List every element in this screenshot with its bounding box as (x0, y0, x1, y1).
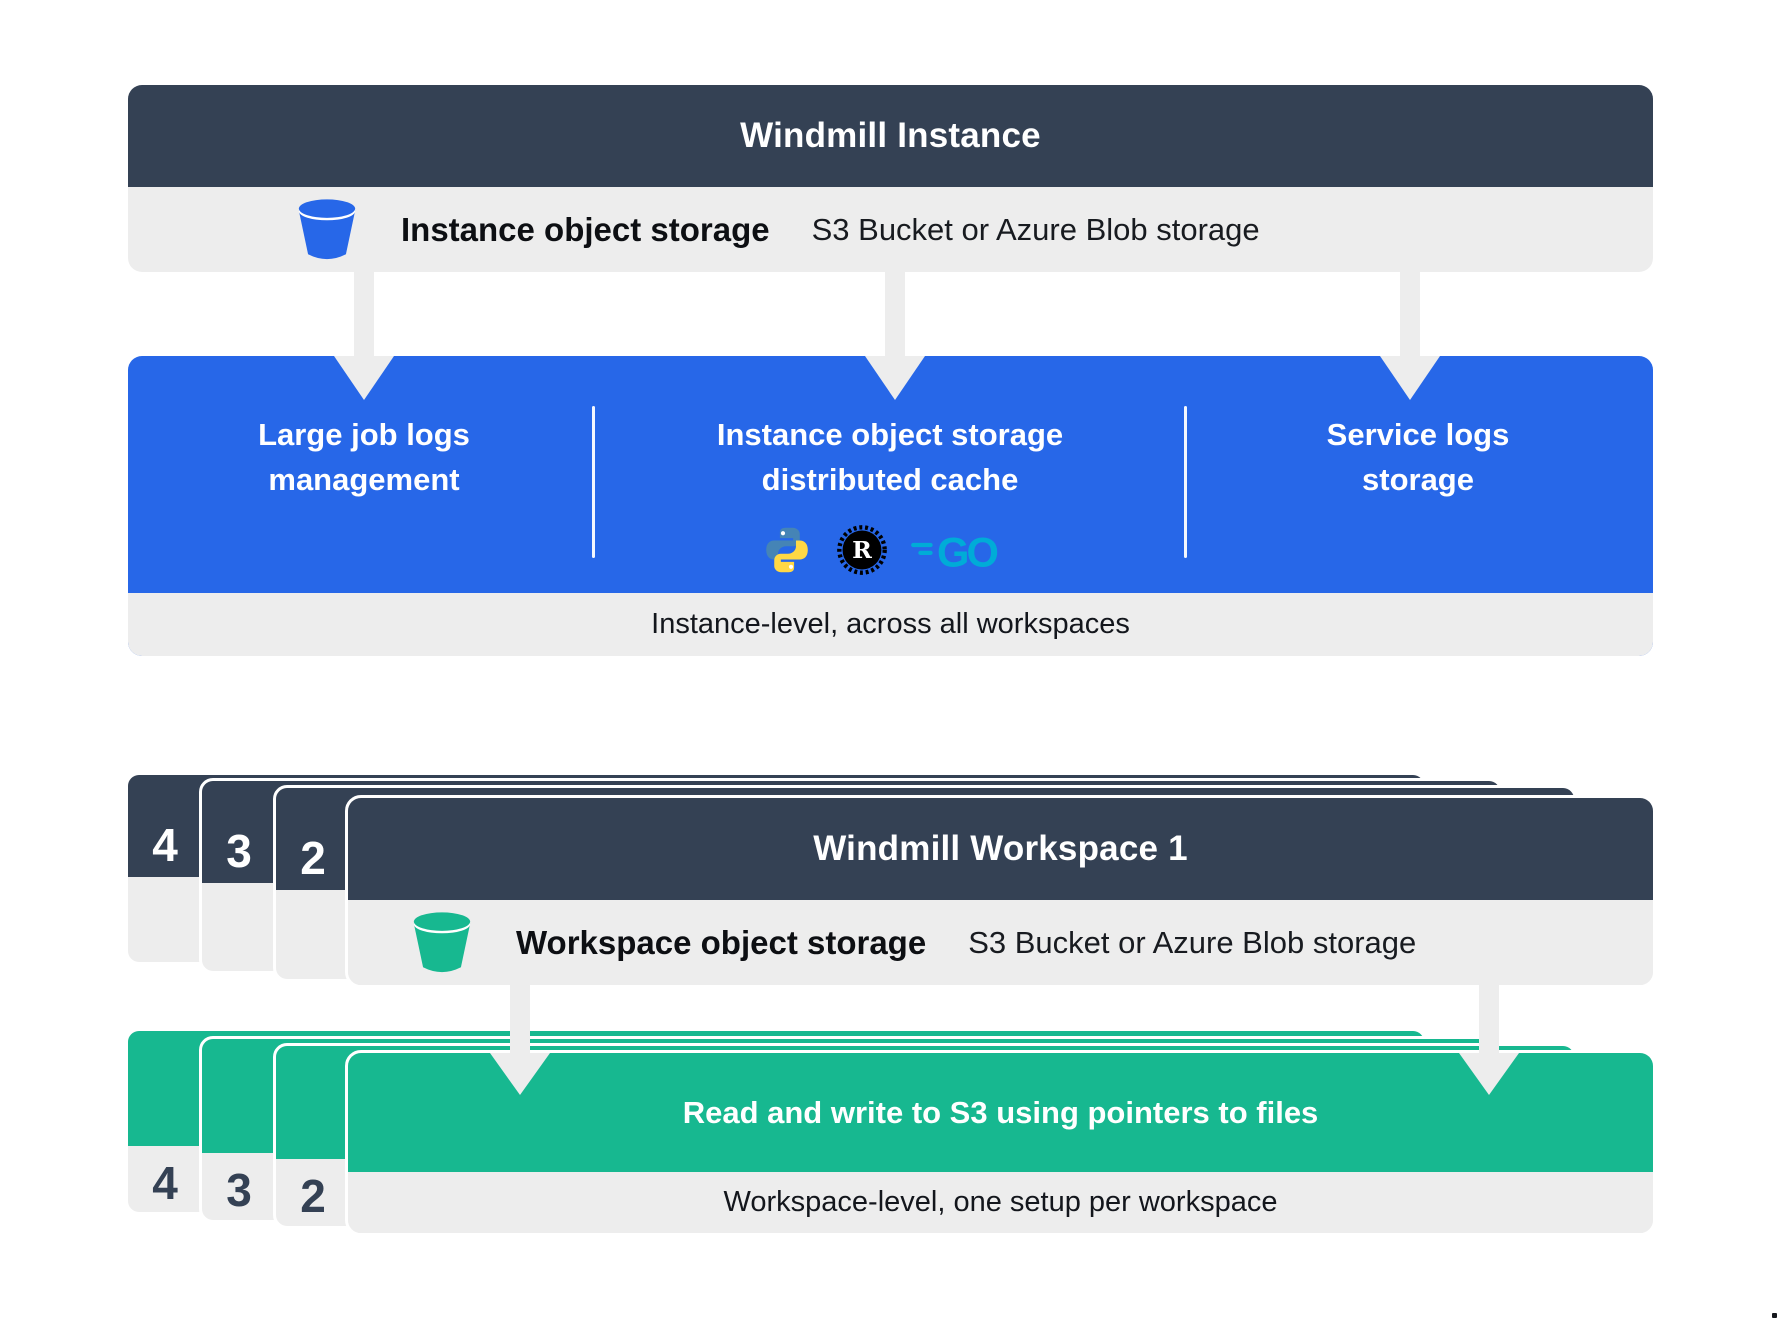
corner-dot (1772, 1313, 1777, 1318)
arrow-down-head (1459, 1053, 1519, 1095)
stack-number: 3 (226, 1164, 252, 1216)
bucket-icon (295, 197, 359, 263)
workspace-storage-label: Workspace object storage (516, 923, 927, 961)
instance-caption-bar: Instance-level, across all workspaces (128, 593, 1653, 656)
workspace-storage-sublabel: S3 Bucket or Azure Blob storage (968, 924, 1417, 960)
rust-icon: R (835, 523, 889, 577)
workspace-title: Windmill Workspace 1 (813, 829, 1188, 868)
arrow-down-head (1380, 356, 1440, 400)
instance-storage-label: Instance object storage (401, 210, 770, 248)
arrow-down-head (334, 356, 394, 400)
feature-distributed-cache: Instance object storage distributed cach… (716, 417, 1064, 497)
arrow-down-stem (885, 272, 905, 360)
arrow-down-head (865, 356, 925, 400)
instance-title: Windmill Instance (740, 116, 1041, 155)
workspace-card-1: Windmill Workspace 1 Workspace object st… (345, 795, 1656, 988)
feature-large-job-logs: Large job logs management (258, 417, 470, 497)
column-divider (592, 406, 595, 558)
workspace-action-card-1: Read and write to S3 using pointers to f… (345, 1050, 1656, 1236)
workspace-caption-bar: Workspace-level, one setup per workspace (348, 1172, 1653, 1233)
instance-storage-sublabel: S3 Bucket or Azure Blob storage (811, 211, 1260, 247)
feature-service-logs: Service logs storage (1326, 417, 1510, 497)
arrow-down-stem (510, 985, 530, 1057)
arrow-down-stem (1479, 985, 1499, 1057)
stack-number: 4 (152, 819, 178, 871)
arrow-down-head (490, 1053, 550, 1095)
stack-number: 2 (300, 1170, 326, 1222)
instance-caption: Instance-level, across all workspaces (651, 608, 1130, 640)
instance-storage-row: Instance object storage S3 Bucket or Azu… (128, 187, 1653, 272)
workspace-card-header: Windmill Workspace 1 (348, 798, 1653, 900)
stack-number: 3 (226, 825, 252, 877)
arrow-down-stem (1400, 272, 1420, 360)
arrow-down-stem (354, 272, 374, 360)
workspace-storage-row: Workspace object storage S3 Bucket or Az… (348, 900, 1653, 985)
stack-number: 4 (152, 1157, 178, 1209)
instance-card-header: Windmill Instance (128, 85, 1653, 187)
instance-features-card: Large job logs management Instance objec… (128, 356, 1653, 656)
action-banner: Read and write to S3 using pointers to f… (348, 1053, 1653, 1172)
go-icon: GO (911, 527, 1019, 576)
workspace-caption: Workspace-level, one setup per workspace (723, 1186, 1278, 1218)
svg-text:R: R (852, 536, 872, 564)
python-icon (761, 524, 813, 576)
instance-card: Windmill Instance Instance object storag… (128, 85, 1653, 272)
bucket-icon (410, 910, 474, 976)
stack-number: 2 (300, 832, 326, 884)
language-logos: R GO (690, 522, 1090, 578)
svg-text:GO: GO (937, 529, 998, 573)
action-label: Read and write to S3 using pointers to f… (682, 1094, 1319, 1130)
column-divider (1184, 406, 1187, 558)
